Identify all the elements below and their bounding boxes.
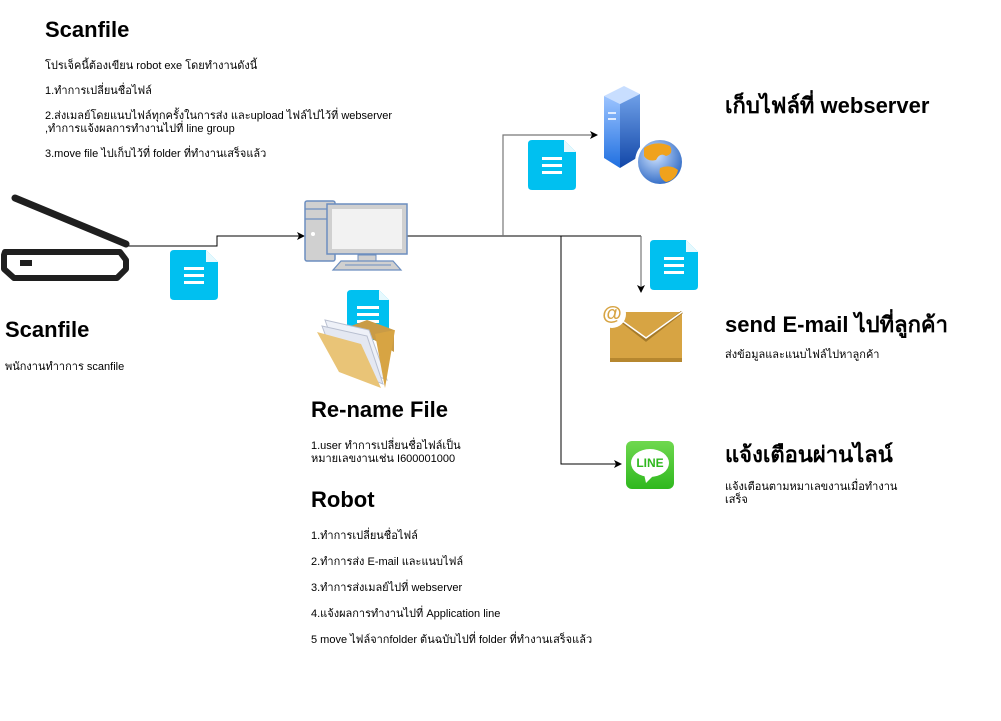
scanner-icon [1, 194, 130, 281]
connector-scanner-to-computer [128, 232, 305, 247]
project-title: Scanfile [45, 17, 130, 42]
line-description: แจ้งเตือนตามหมาเลขงานเมื่อทำงาน เสร็จ [725, 481, 898, 506]
project-step: 1.ทำการเปลี่ยนชื่อไฟล์ [45, 85, 152, 97]
document-icon [170, 250, 218, 300]
project-description: โปรเจ็คนี้ต้องเขียน robot exe โดยทำงานดั… [45, 60, 425, 173]
robot-title: Robot [311, 487, 375, 512]
webserver-title: เก็บไฟล์ที่ webserver [725, 93, 930, 118]
project-step: 2.ส่งเมลย์โดยแนบไฟล์ทุกครั้งในการส่ง และ… [45, 110, 393, 135]
connector-to-webserver [502, 131, 598, 236]
robot-step: 1.ทำการเปลี่ยนชื่อไฟล์ [311, 530, 418, 542]
scanner-title: Scanfile [5, 317, 90, 342]
document-icon [650, 240, 698, 290]
email-title: send E-mail ไปที่ลูกค้า [725, 312, 948, 337]
line-icon-label: LINE [636, 456, 664, 470]
svg-text:@: @ [602, 303, 622, 325]
project-intro: โปรเจ็คนี้ต้องเขียน robot exe โดยทำงานดั… [45, 60, 258, 72]
line-title: แจ้งเตือนผ่านไลน์ [725, 442, 893, 467]
connector-to-line [560, 236, 622, 468]
scanner-description: พนักงานทำาการ scanfile [5, 361, 125, 373]
email-description: ส่งข้อมูลและแนบไฟล์ไปหาลูกค้า [725, 349, 880, 361]
web-server-icon [604, 86, 685, 187]
robot-step: 4.แจ้งผลการทำงานไปที่ Application line [311, 608, 501, 620]
robot-step: 5 move ไฟล์จากfolder ต้นฉบับไปที่ folder… [311, 634, 593, 646]
line-app-icon: LINE [626, 441, 674, 489]
rename-description: 1.user ทำการเปลี่ยนชื่อไฟล์เป็น หมายเลขง… [311, 440, 461, 465]
robot-step: 3.ทำการส่งเมลย์ไปที่ webserver [311, 582, 463, 594]
email-icon: @ [598, 300, 683, 362]
desktop-computer-icon [304, 200, 408, 271]
robot-step: 2.ทำการส่ง E-mail และแนบไฟล์ [311, 556, 464, 568]
rename-title: Re-name File [311, 397, 448, 422]
project-step: 3.move file ไปเก็บไว้ที่ folder ที่ทำงาน… [45, 148, 267, 160]
folder-icon [317, 290, 395, 388]
document-icon [528, 140, 576, 190]
robot-steps: 1.ทำการเปลี่ยนชื่อไฟล์ 2.ทำการส่ง E-mail… [311, 530, 631, 660]
